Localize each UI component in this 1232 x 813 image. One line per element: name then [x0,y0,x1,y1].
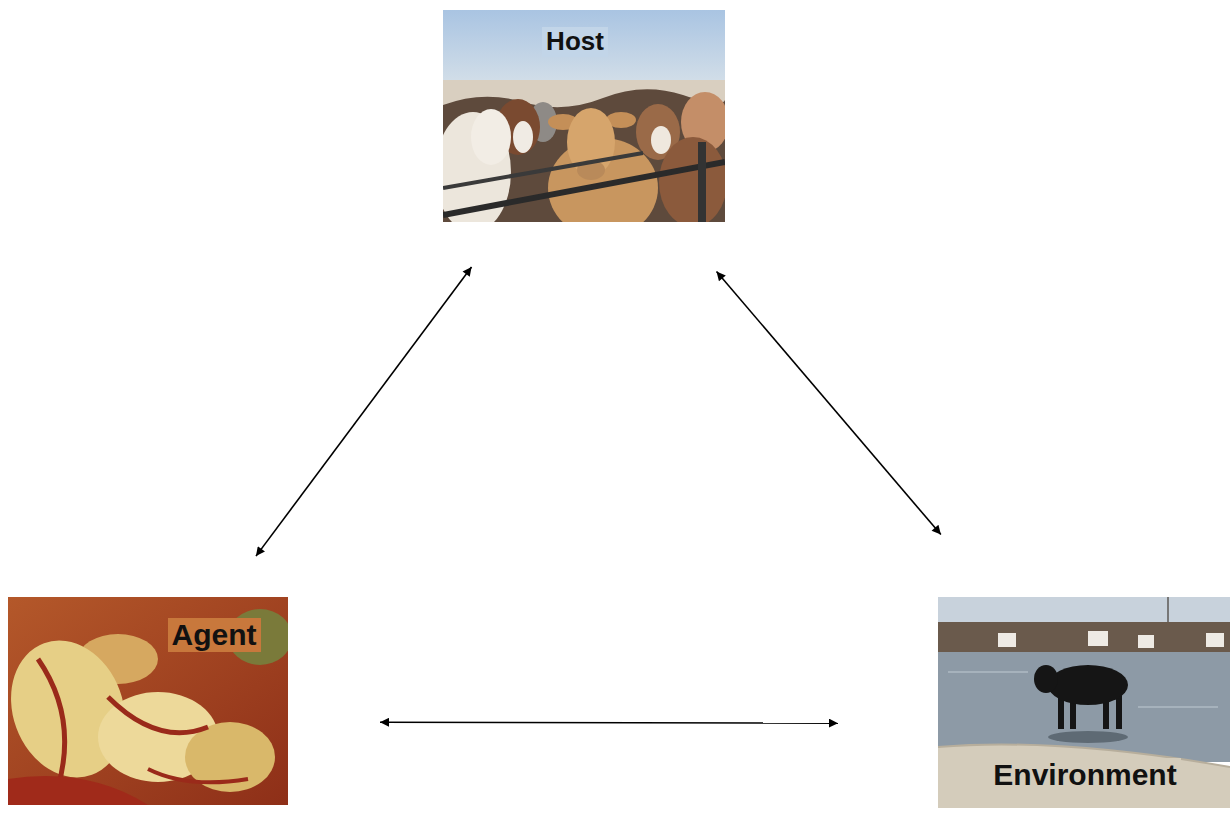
cow [998,633,1016,647]
black-cow [1048,665,1128,705]
cow-face [651,126,671,154]
ripple [948,671,1028,673]
lesion [108,697,208,733]
cow [1138,635,1154,648]
far-herd [938,622,1230,657]
cow-face [513,121,533,153]
cow [659,137,725,222]
node-label: Agent [168,618,261,653]
cow [1088,631,1108,646]
connector-arrow [380,721,838,723]
white-cow-head [471,109,511,165]
sand [938,745,1230,809]
node-label: Environment [989,758,1180,793]
connector-arrow [717,271,941,534]
tissue [8,776,148,805]
node-label: Host [542,27,608,57]
black-cow-head [1034,665,1058,693]
lesion [148,769,248,782]
ripple [1138,706,1218,708]
lesion [38,659,65,787]
fence-post [698,142,706,222]
connector-arrow [256,267,472,556]
environment-node: Environment [938,597,1230,808]
fence-rail [443,162,725,215]
reflection [1048,731,1128,743]
agent-node: Agent [8,597,288,805]
cow [1206,633,1224,647]
host-node: Host [443,10,725,222]
